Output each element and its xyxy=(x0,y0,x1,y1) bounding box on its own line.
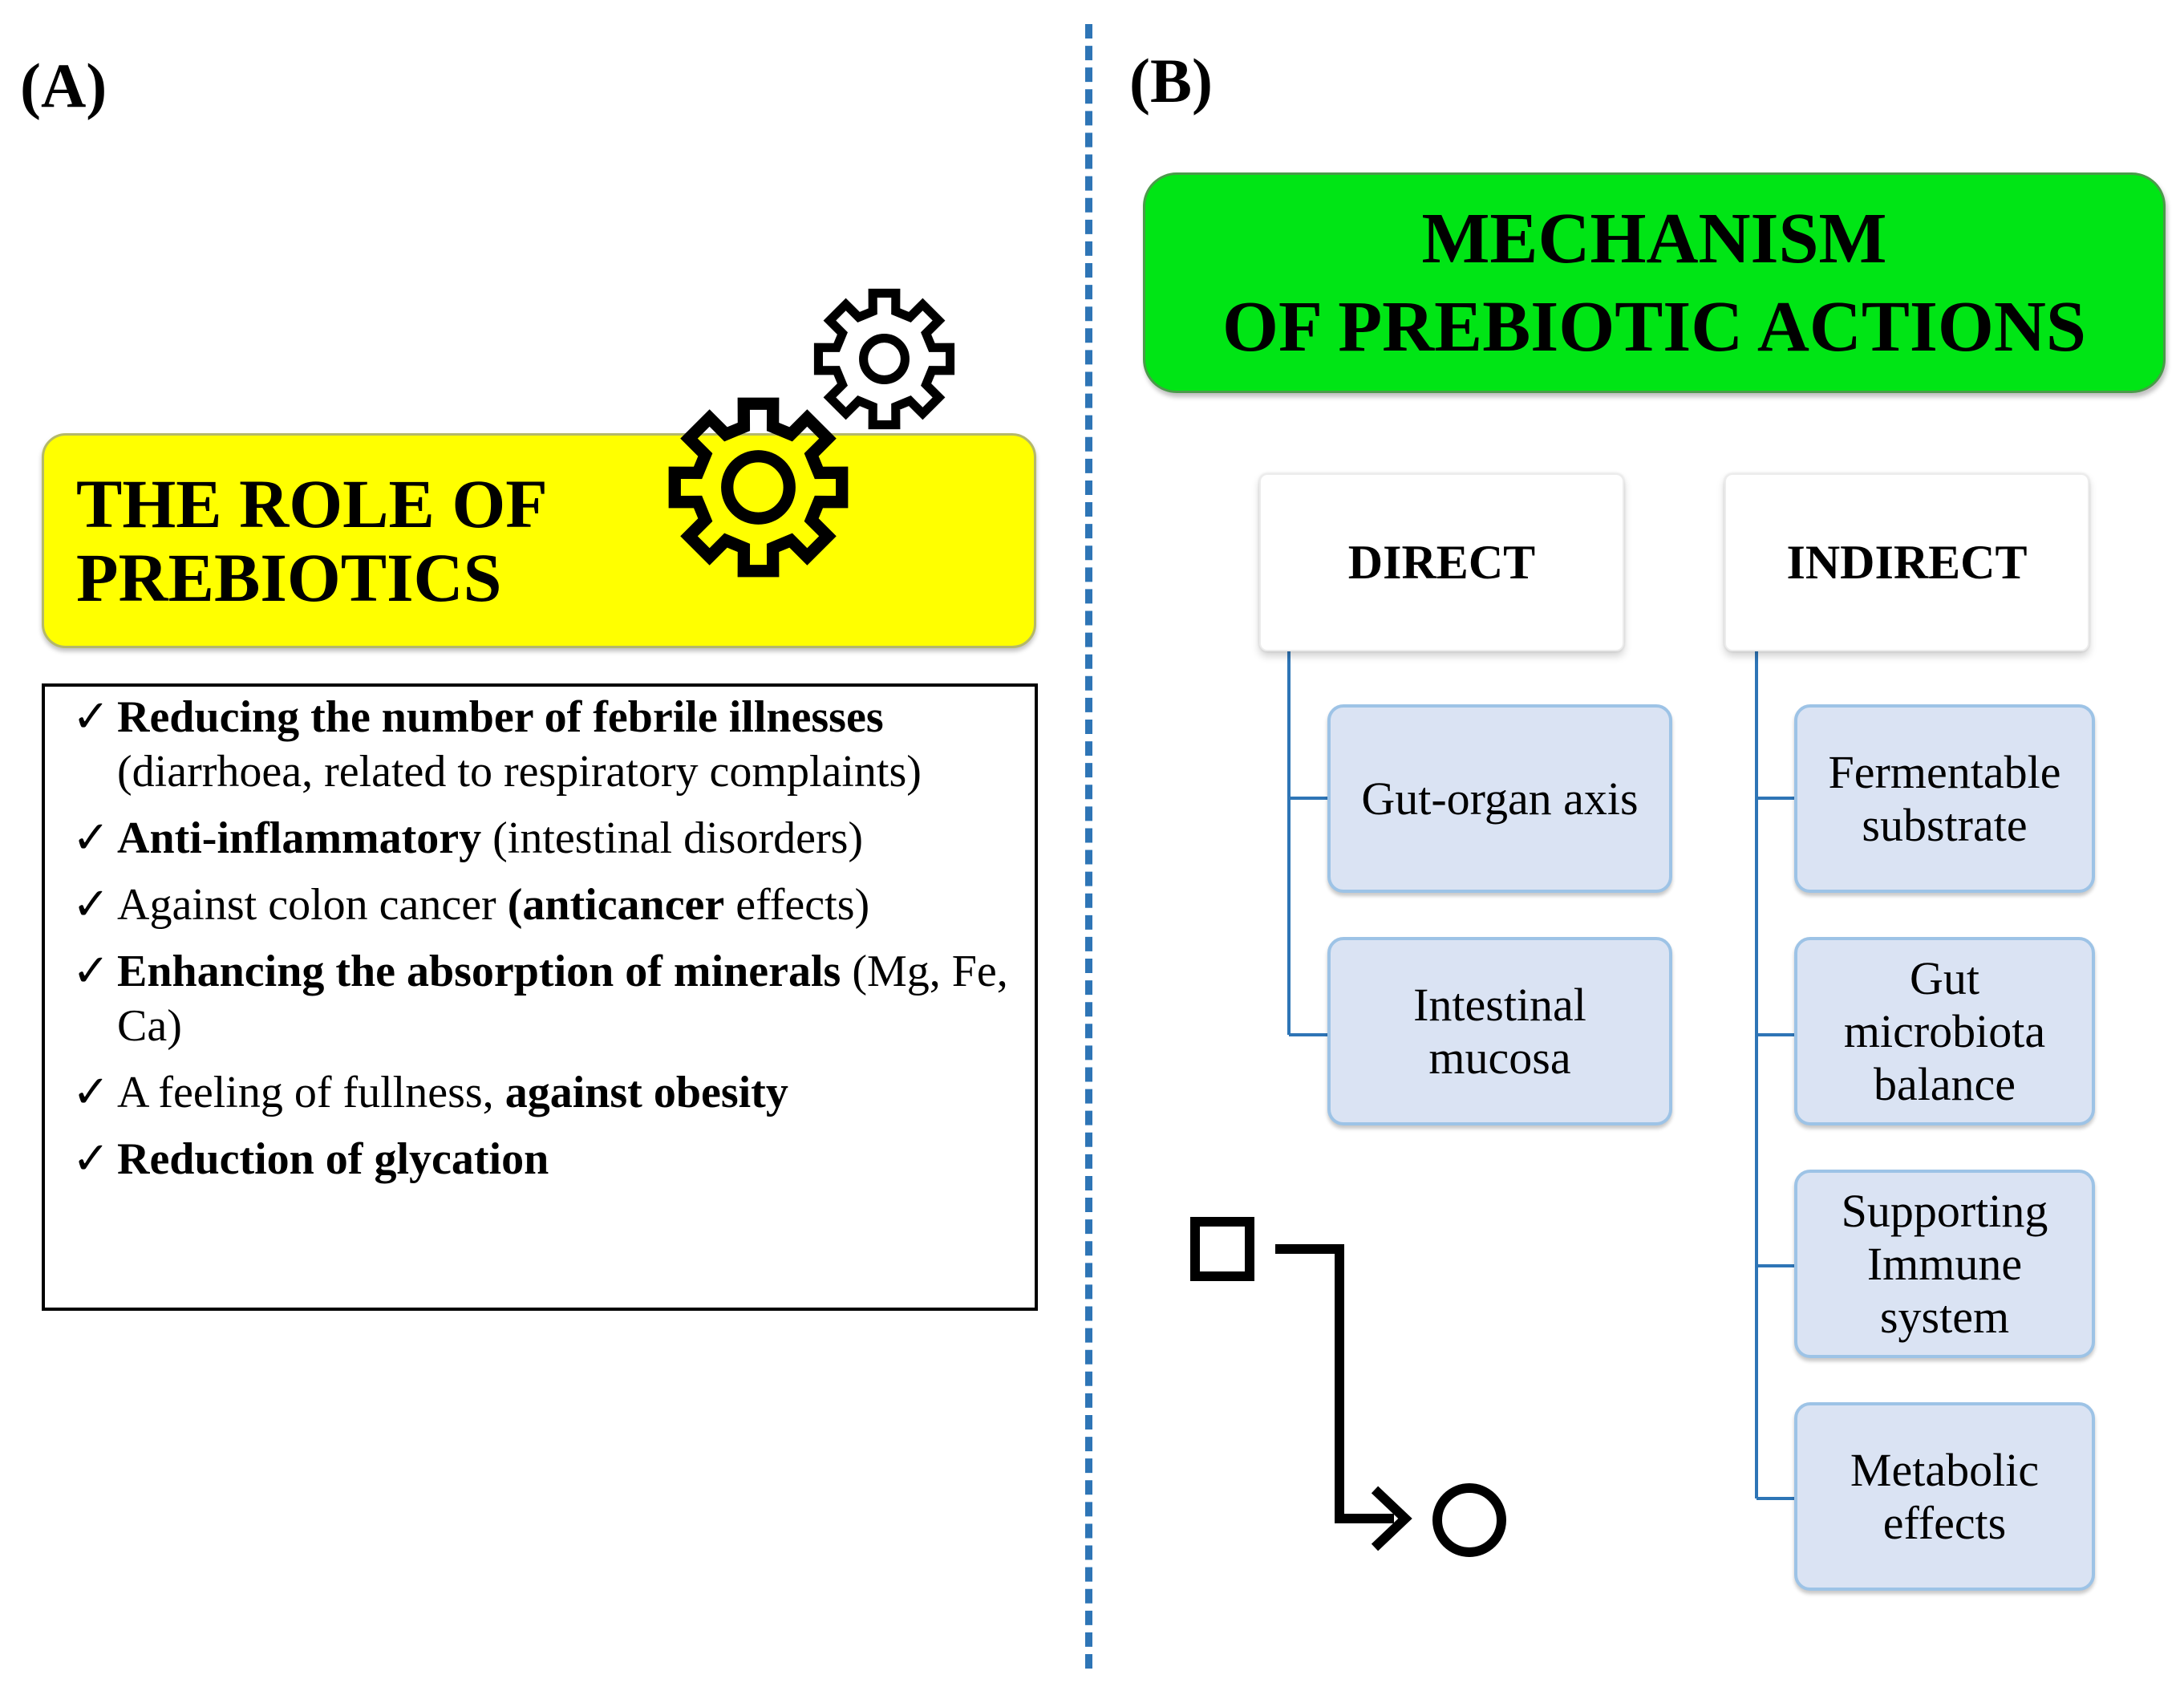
flowchart-icon xyxy=(1190,1217,1506,1557)
role-text-bold: Enhancing the absorption of minerals xyxy=(117,947,841,996)
role-list-item: ✓Enhancing the absorption of minerals (M… xyxy=(72,944,1035,1053)
role-text: effects) xyxy=(724,880,870,930)
panel-a-label: (A) xyxy=(20,51,107,120)
direct-item-box: Intestinal mucosa xyxy=(1327,937,1672,1125)
checkmark-icon: ✓ xyxy=(72,1134,110,1184)
gear-icon xyxy=(813,288,955,430)
panel-divider xyxy=(1085,24,1092,1669)
role-of-prebiotics-box xyxy=(42,433,1036,648)
role-list-item: ✓Reducing the number of febrile illnesse… xyxy=(72,690,1035,799)
checkmark-icon: ✓ xyxy=(72,880,110,930)
mechanism-title: MECHANISM OF PREBIOTIC ACTIONS xyxy=(1222,195,2086,371)
role-title-line-2: PREBIOTICS xyxy=(76,539,502,616)
prebiotic-roles-list-box xyxy=(42,683,1038,1311)
role-list-item: ✓A feeling of fullness, against obesity xyxy=(72,1065,1035,1120)
role-of-prebiotics-title: THE ROLE OF PREBIOTICS xyxy=(76,467,686,614)
mechanism-title-line-2: OF PREBIOTIC ACTIONS xyxy=(1222,286,2086,367)
indirect-category-box: INDIRECT xyxy=(1724,473,2089,651)
role-text: (intestinal disorders) xyxy=(481,813,864,863)
role-text-bold: Reducing the number of febrile illnesses xyxy=(117,692,884,742)
gear-icon xyxy=(668,397,849,578)
indirect-connector xyxy=(1755,651,1794,1500)
role-list-item: ✓Reduction of glycation xyxy=(72,1132,1035,1186)
direct-connector xyxy=(1287,651,1327,1036)
role-text: (Mg, Fe, Ca) xyxy=(117,947,1008,1051)
mechanism-box: MECHANISM OF PREBIOTIC ACTIONS xyxy=(1143,172,2166,393)
indirect-item-box: Gut microbiota balance xyxy=(1794,937,2095,1125)
role-title-line-1: THE ROLE OF xyxy=(76,465,548,542)
checkmark-icon: ✓ xyxy=(72,1068,110,1117)
role-text: (diarrhoea, related to respiratory compl… xyxy=(117,747,922,797)
indirect-item-box: Supporting Immune system xyxy=(1794,1170,2095,1358)
role-list-item: ✓Against colon cancer (anticancer effect… xyxy=(72,878,1035,932)
role-text-bold: (anticancer xyxy=(507,880,725,930)
role-text-bold: Anti-inflammatory xyxy=(117,813,482,863)
role-text-bold: against obesity xyxy=(504,1068,788,1117)
checkmark-icon: ✓ xyxy=(72,813,110,863)
checkmark-icon: ✓ xyxy=(72,692,110,742)
role-text: Against colon cancer xyxy=(117,880,508,930)
indirect-item-box: Metabolic effects xyxy=(1794,1402,2095,1591)
mechanism-title-line-1: MECHANISM xyxy=(1421,198,1887,278)
role-text: A feeling of fullness, xyxy=(117,1068,505,1117)
prebiotic-roles-list: ✓Reducing the number of febrile illnesse… xyxy=(72,690,1035,1198)
role-list-item: ✓Anti-inflammatory (intestinal disorders… xyxy=(72,811,1035,866)
checkmark-icon: ✓ xyxy=(72,947,110,996)
direct-category-box: DIRECT xyxy=(1259,473,1624,651)
role-text-bold: Reduction of glycation xyxy=(117,1134,549,1184)
indirect-item-box: Fermentable substrate xyxy=(1794,704,2095,893)
panel-b-label: (B) xyxy=(1129,46,1213,116)
direct-item-box: Gut-organ axis xyxy=(1327,704,1672,893)
